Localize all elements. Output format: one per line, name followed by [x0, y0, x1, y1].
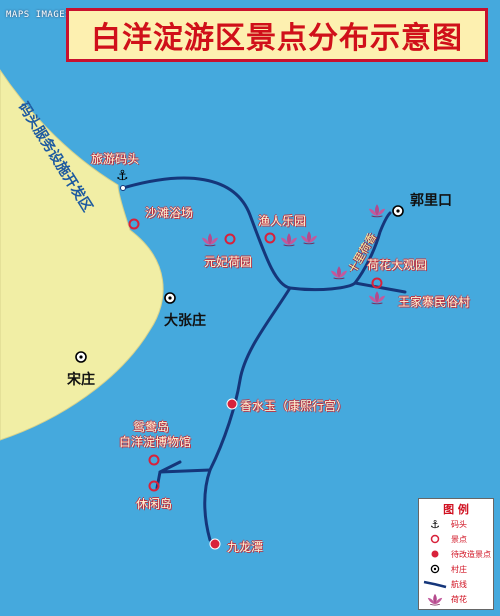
legend-label-spot: 景点 — [451, 534, 467, 544]
legend-label-village: 村庄 — [451, 564, 467, 574]
label-museum[interactable]: 白洋淀博物馆 — [119, 435, 192, 449]
legend-title: 图 例 — [443, 503, 469, 516]
legend-row-village: 村庄 — [423, 562, 467, 576]
legend-row-route: 航线 — [423, 577, 467, 591]
route-lines — [121, 176, 407, 542]
land-area — [0, 69, 164, 441]
label-xiuxian[interactable]: 休闲岛 — [136, 497, 173, 511]
label-shatan[interactable]: 沙滩浴场 — [145, 206, 194, 220]
legend-label-route: 航线 — [451, 579, 467, 589]
scenic-spot-icon — [423, 534, 447, 544]
label-xiangshui[interactable]: 香水玉（康熙行宫） — [240, 399, 349, 413]
lotus-icon — [423, 592, 447, 606]
label-dazhang[interactable]: 大张庄 — [164, 313, 206, 329]
legend-row-lotus: 荷花 — [423, 592, 467, 606]
planned-spot-icon — [423, 549, 447, 559]
village-markers — [75, 205, 404, 363]
anchor-icon: ⚓ — [430, 517, 440, 531]
legend-row-pier: ⚓ 码头 — [423, 517, 467, 531]
label-wangjia[interactable]: 王家寨民俗村 — [398, 295, 471, 309]
svg-text:⚓: ⚓ — [116, 168, 129, 184]
label-pier[interactable]: 旅游码头 — [91, 152, 140, 166]
legend-row-spot: 景点 — [423, 532, 467, 546]
village-icon — [423, 564, 447, 574]
featured-spot-markers — [209, 398, 238, 550]
legend-label-pier: 码头 — [451, 519, 467, 529]
label-jiaweidao[interactable]: 鸳鸯岛 — [133, 420, 170, 434]
label-yuren[interactable]: 渔人乐园 — [258, 214, 307, 228]
watermark-text: MAPS IMAGES HJJQ.COM — [6, 10, 124, 20]
legend-label-planned: 待改造景点 — [451, 549, 491, 559]
legend-row-planned: 待改造景点 — [423, 547, 491, 561]
label-jiulong[interactable]: 九龙潭 — [227, 540, 264, 554]
map-legend: 图 例 ⚓ 码头 景点 待改造景点 村庄 航线 荷花 — [418, 498, 494, 610]
legend-label-lotus: 荷花 — [451, 594, 467, 604]
label-yuanfei[interactable]: 元妃荷园 — [204, 255, 253, 269]
route-line-icon — [423, 579, 447, 589]
scenic-spot-markers — [128, 218, 383, 492]
pier-anchor-icon: ⚓ — [116, 168, 129, 191]
label-hehua[interactable]: 荷花大观园 — [367, 258, 428, 272]
label-song[interactable]: 宋庄 — [67, 372, 95, 388]
label-guoli[interactable]: 郭里口 — [410, 193, 452, 209]
map-title: 白洋淀游区景点分布示意图 — [66, 8, 488, 62]
